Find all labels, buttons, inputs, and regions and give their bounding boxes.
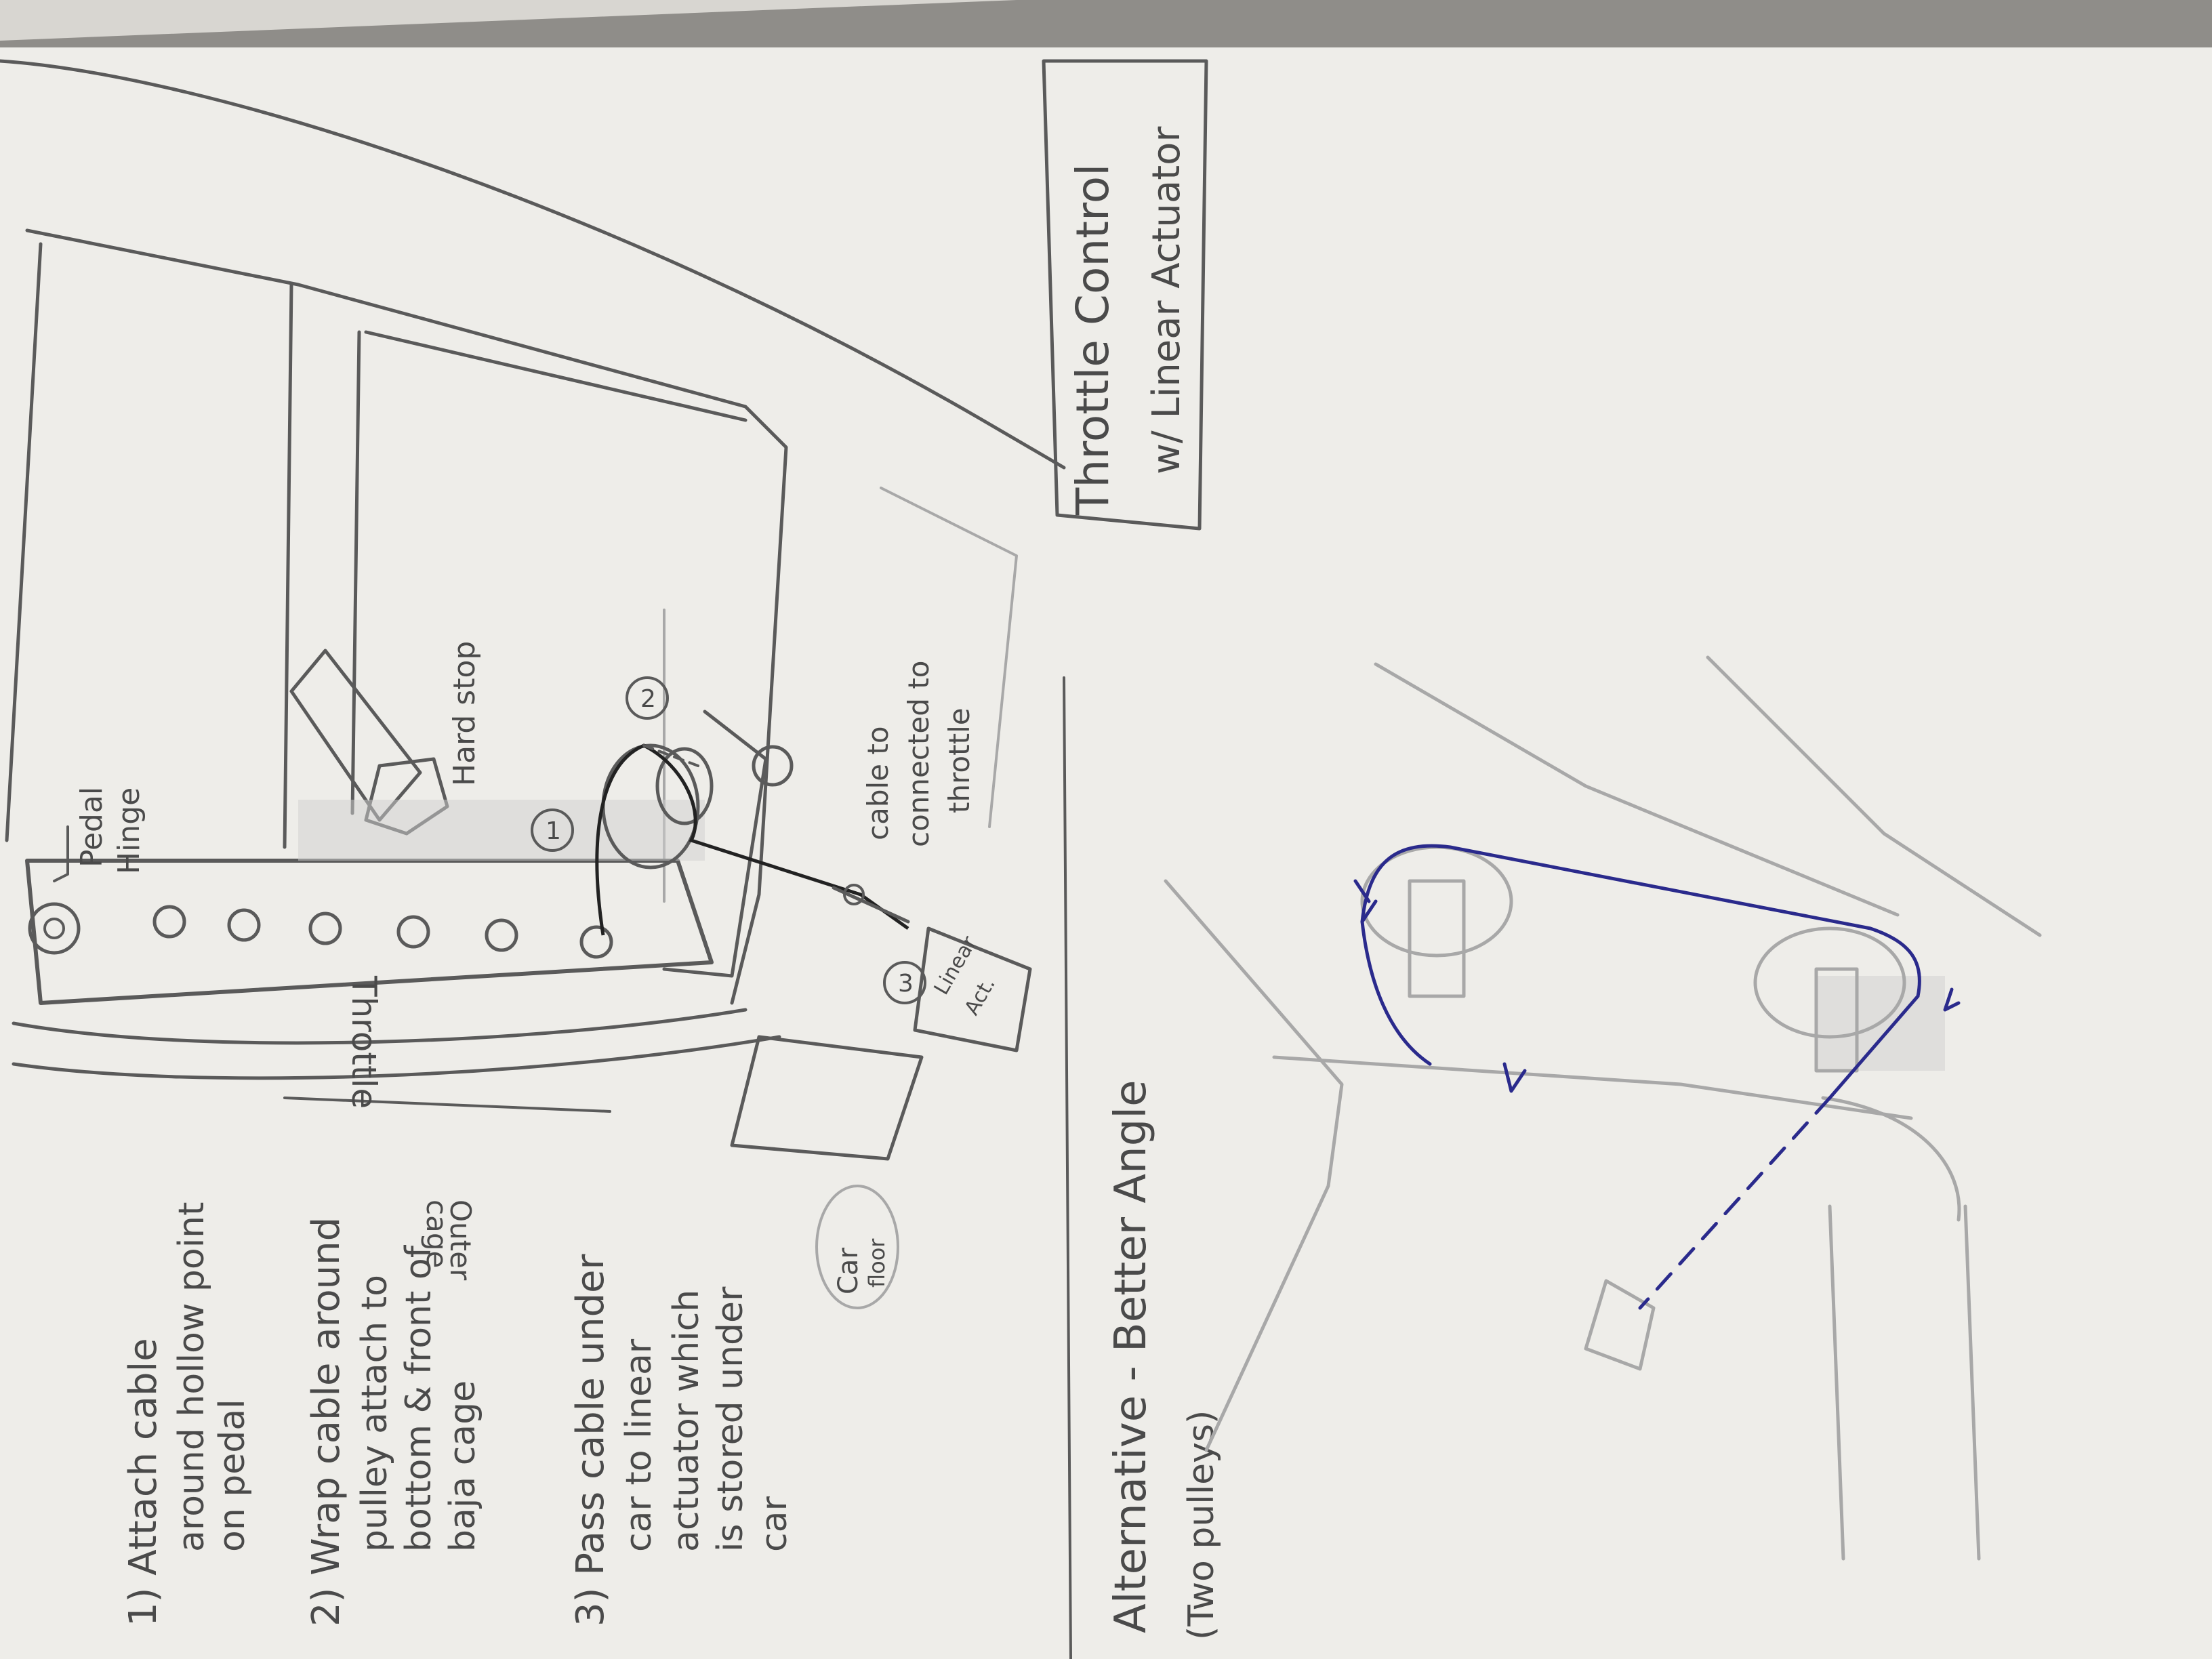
cage-bar-3 xyxy=(364,330,747,422)
alt-cable-top xyxy=(1360,844,1921,998)
marker-1-label: 1 xyxy=(546,817,561,845)
marker-3-circle xyxy=(883,961,926,1004)
pedal-hole-3 xyxy=(308,912,342,945)
marker-3-label: 3 xyxy=(898,970,914,998)
step-3-line-5: car xyxy=(754,1496,795,1552)
step-2-line-2: pulley attach to xyxy=(354,1275,395,1552)
label-hard-stop: Hard stop xyxy=(447,641,482,786)
throttle-arm-lower xyxy=(12,1035,781,1080)
throttle-pedal-pad xyxy=(730,1035,924,1161)
step-3-line-4: is stored under xyxy=(710,1286,751,1552)
main-drawing xyxy=(0,59,1066,1161)
cage-frame xyxy=(25,228,788,1005)
label-cable-1: cable to xyxy=(861,726,895,840)
cable-hidden xyxy=(642,744,699,767)
marker-1-circle xyxy=(531,808,574,852)
marker-2-circle xyxy=(626,676,669,720)
actuator-eye xyxy=(843,884,865,905)
alt-frame-2 xyxy=(1706,655,2042,937)
label-car: Car xyxy=(833,1248,864,1294)
floor-bar xyxy=(880,487,1018,828)
step-1-line-2: around hollow point xyxy=(171,1202,212,1552)
alt-frame-6 xyxy=(1828,1204,1845,1561)
label-hinge: Hinge xyxy=(112,787,146,874)
alt-cable-down xyxy=(1828,994,1920,1100)
marker-2-label: 2 xyxy=(640,685,656,713)
alt-cable-pedal xyxy=(1360,920,1432,1066)
label-pedal: Pedal xyxy=(75,787,109,867)
step-1-line-3: on pedal xyxy=(212,1399,253,1552)
pulley-hub xyxy=(655,747,714,825)
actuator-rod xyxy=(832,886,910,924)
step-3-line-2: car to linear xyxy=(619,1338,659,1552)
alt-frame-5 xyxy=(1821,1096,1961,1222)
label-outer: Outer xyxy=(444,1200,477,1281)
label-cable-2: connected to xyxy=(902,661,935,847)
alternative-section: Alternative - Better Angle (Two pulleys) xyxy=(1106,655,2042,1640)
hinge-bolt xyxy=(28,902,81,955)
paper-shadow xyxy=(0,0,1017,41)
cable xyxy=(595,743,909,936)
label-cage: cage xyxy=(420,1200,453,1268)
alternative-subtitle: (Two pulleys) xyxy=(1181,1410,1222,1640)
step-3-line-1: 3) Pass cable under xyxy=(569,1254,613,1626)
pedal-hole-2 xyxy=(227,908,261,942)
alt-frame-3 xyxy=(1164,879,1344,1452)
throttle-arm xyxy=(12,1008,747,1045)
label-throttle: Throttle xyxy=(344,975,384,1109)
cage-left-bar xyxy=(5,242,43,842)
pedal-hole-6 xyxy=(579,925,613,959)
pedal-hole-5 xyxy=(485,918,518,952)
step-2-line-3: bottom & front of xyxy=(398,1244,439,1552)
title-border xyxy=(1042,59,1208,531)
steps-notes: 1) Attach cable around hollow point on p… xyxy=(121,1202,795,1626)
pulley-axle xyxy=(752,745,794,787)
alt-axle-2 xyxy=(1814,967,1859,1073)
outer-cage-dimension xyxy=(283,1097,611,1113)
cage-bar-2 xyxy=(350,330,361,815)
alt-actuator-box xyxy=(1584,1279,1656,1371)
alt-cable-under xyxy=(1638,1096,1832,1310)
alt-arrow-1 xyxy=(1353,879,1378,924)
pedal-hole-1 xyxy=(152,905,186,939)
alt-axle-1 xyxy=(1408,879,1466,998)
title-line-2: w/ Linear Actuator xyxy=(1145,126,1189,474)
alt-frame-7 xyxy=(1963,1204,1981,1561)
paper-sheet xyxy=(0,47,2212,1659)
pedal-hinge-leader xyxy=(53,825,69,882)
label-cable-3: throttle xyxy=(943,708,976,813)
title-line-1: Throttle Control xyxy=(1067,164,1119,516)
hinge-bolt-center xyxy=(43,918,65,939)
car-floor-circle xyxy=(815,1185,899,1309)
pedal-hole-4 xyxy=(396,915,430,949)
step-3-line-3: actuator which xyxy=(666,1290,707,1552)
alt-frame-1 xyxy=(1374,662,1900,917)
alt-arrow-3 xyxy=(1502,1062,1527,1093)
alternative-title: Alternative - Better Angle xyxy=(1106,1080,1156,1633)
label-floor: floor xyxy=(864,1238,890,1288)
step-2-line-1: 2) Wrap cable around xyxy=(304,1217,348,1626)
drawing-labels: Pedal Hinge Hard stop Throttle Outer cag… xyxy=(53,641,1000,1309)
alt-pulley-2 xyxy=(1753,926,1906,1039)
title-box: Throttle Control w/ Linear Actuator xyxy=(1042,59,1208,531)
pulley-bracket xyxy=(662,710,768,978)
alt-frame-4 xyxy=(1272,1055,1913,1120)
alt-arrow-2 xyxy=(1943,987,1961,1012)
cage-outer-curve xyxy=(0,59,1066,470)
hard-stop-shading xyxy=(298,800,705,861)
step-2-line-4: baja cage xyxy=(443,1380,483,1552)
step-1-line-1: 1) Attach cable xyxy=(121,1338,165,1626)
cage-inner-bar xyxy=(283,283,293,849)
section-divider xyxy=(1063,676,1072,1659)
